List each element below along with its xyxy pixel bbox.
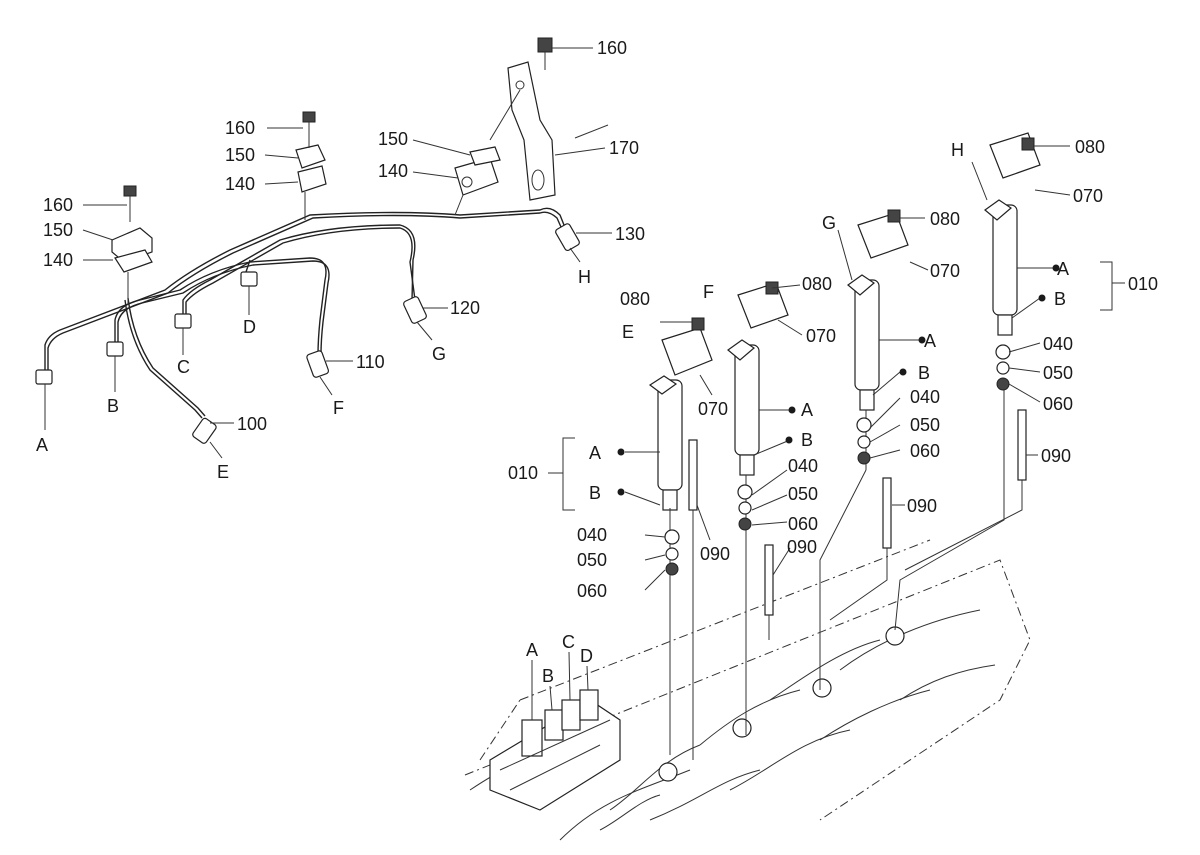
injector-assembly-e xyxy=(648,327,713,760)
label-150: 150 xyxy=(378,129,408,149)
label-090: 090 xyxy=(907,496,937,516)
label-040: 040 xyxy=(788,456,818,476)
label-c: C xyxy=(562,632,575,652)
label-170: 170 xyxy=(609,138,639,158)
pipe-end-fittings xyxy=(35,223,580,444)
leader-lines xyxy=(44,47,1125,591)
injection-pump xyxy=(489,689,621,811)
label-070: 070 xyxy=(698,399,728,419)
label-h: H xyxy=(578,267,591,287)
pump-label-leaders xyxy=(531,651,589,720)
label-f: F xyxy=(703,282,714,302)
label-040: 040 xyxy=(577,525,607,545)
label-b: B xyxy=(918,363,930,383)
label-160: 160 xyxy=(225,118,255,138)
label-a: A xyxy=(801,400,813,420)
label-140: 140 xyxy=(225,174,255,194)
injector-assembly-h xyxy=(894,132,1041,631)
label-b: B xyxy=(1054,289,1066,309)
label-b: B xyxy=(589,483,601,503)
label-060: 060 xyxy=(1043,394,1073,414)
label-010: 010 xyxy=(508,463,538,483)
label-010: 010 xyxy=(1128,274,1158,294)
label-140: 140 xyxy=(43,250,73,270)
label-160: 160 xyxy=(43,195,73,215)
label-150: 150 xyxy=(43,220,73,240)
label-070: 070 xyxy=(930,261,960,281)
label-050: 050 xyxy=(910,415,940,435)
label-a: A xyxy=(924,331,936,351)
label-140: 140 xyxy=(378,161,408,181)
label-h: H xyxy=(951,140,964,160)
label-a: A xyxy=(36,435,48,455)
label-090: 090 xyxy=(700,544,730,564)
label-130: 130 xyxy=(615,224,645,244)
injector-assembly-g xyxy=(819,212,909,690)
label-040: 040 xyxy=(910,387,940,407)
label-b: B xyxy=(107,396,119,416)
part-labels: 160 160 150 140 150 140 170 160 150 140 … xyxy=(36,38,1158,686)
label-150: 150 xyxy=(225,145,255,165)
label-160: 160 xyxy=(597,38,627,58)
label-110: 110 xyxy=(356,352,385,372)
label-070: 070 xyxy=(806,326,836,346)
label-e: E xyxy=(622,322,634,342)
label-100: 100 xyxy=(237,414,267,434)
label-a: A xyxy=(526,640,538,660)
label-d: D xyxy=(243,317,256,337)
label-060: 060 xyxy=(577,581,607,601)
label-080: 080 xyxy=(1075,137,1105,157)
label-050: 050 xyxy=(788,484,818,504)
label-040: 040 xyxy=(1043,334,1073,354)
label-a: A xyxy=(1057,259,1069,279)
label-090: 090 xyxy=(787,537,817,557)
injector-assembly-f xyxy=(727,282,789,735)
pipe-clamp-middle xyxy=(295,111,327,220)
label-a: A xyxy=(589,443,601,463)
label-080: 080 xyxy=(930,209,960,229)
label-c: C xyxy=(177,357,190,377)
label-g: G xyxy=(432,344,446,364)
label-b: B xyxy=(542,666,554,686)
pipe-clamp-right xyxy=(454,146,501,216)
label-060: 060 xyxy=(910,441,940,461)
label-g: G xyxy=(822,213,836,233)
label-d: D xyxy=(580,646,593,666)
cylinder-head-outline xyxy=(464,539,1031,841)
label-060: 060 xyxy=(788,514,818,534)
label-050: 050 xyxy=(577,550,607,570)
label-120: 120 xyxy=(450,298,480,318)
label-b: B xyxy=(801,430,813,450)
leader-dots xyxy=(617,264,1060,496)
label-070: 070 xyxy=(1073,186,1103,206)
bracket-170 xyxy=(489,37,556,201)
label-080: 080 xyxy=(620,289,650,309)
label-e: E xyxy=(217,462,229,482)
pipe-clamp-left xyxy=(111,185,153,305)
label-050: 050 xyxy=(1043,363,1073,383)
nuts-080 xyxy=(691,137,1035,331)
label-090: 090 xyxy=(1041,446,1071,466)
label-f: F xyxy=(333,398,344,418)
label-080: 080 xyxy=(802,274,832,294)
